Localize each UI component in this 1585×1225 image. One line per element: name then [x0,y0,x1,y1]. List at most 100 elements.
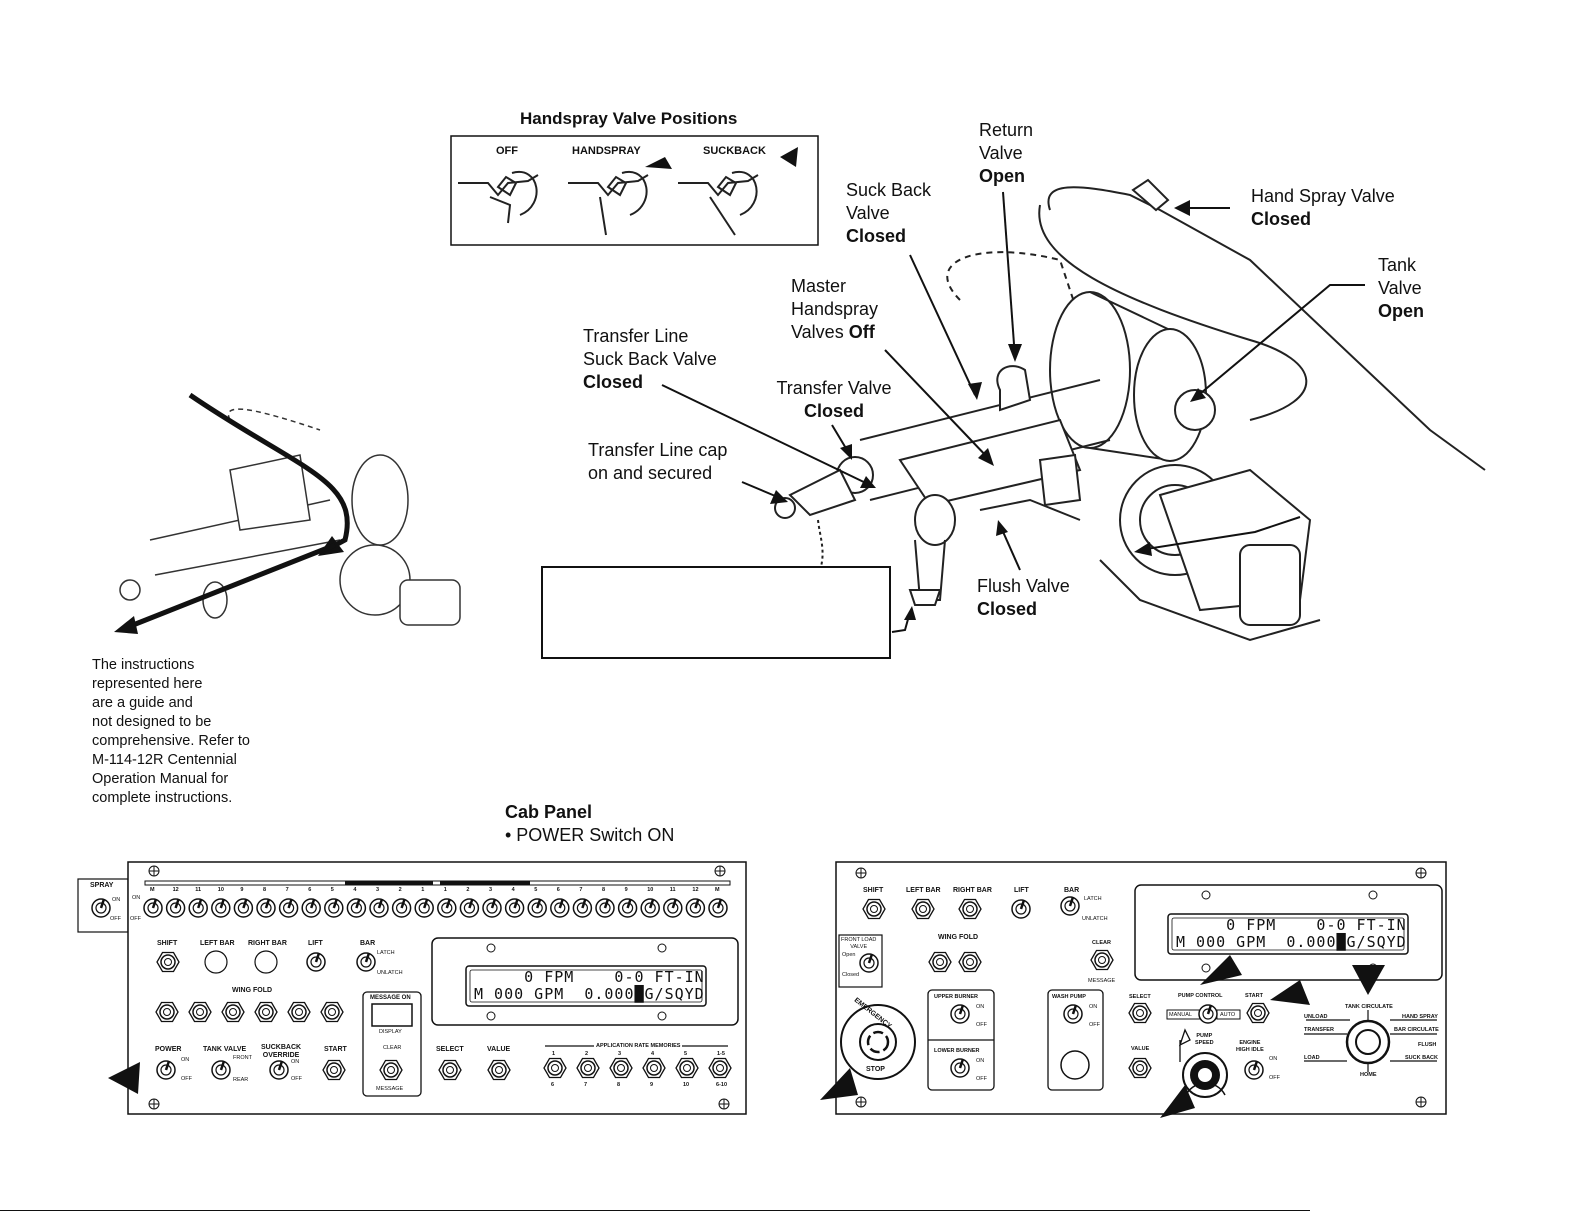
r-bar-latch-toggle[interactable] [1060,896,1080,916]
bar-circulate-label: BAR CIRCULATE [1394,1027,1439,1033]
nozzle-number: 1 [443,887,447,893]
wing-fold-knob[interactable] [155,1001,179,1023]
value-knob[interactable] [487,1059,511,1081]
nozzle-toggle[interactable] [369,898,389,918]
nozzle-toggle[interactable] [527,898,547,918]
wing-fold-knob[interactable] [221,1001,245,1023]
nozzle-toggle[interactable] [437,898,457,918]
message-label: MESSAGE [376,1086,404,1092]
wash-pump-toggle[interactable] [1063,1004,1083,1024]
nozzle-toggle[interactable] [414,898,434,918]
nozzle-toggle[interactable] [165,898,186,918]
r-lift-label: LIFT [1014,887,1029,894]
overview-arrow [188,392,350,551]
shift-knob[interactable] [156,951,180,973]
nozzle-toggle[interactable] [143,898,163,918]
lower-burner-toggle[interactable] [950,1058,970,1078]
tank-valve-toggle[interactable] [211,1060,231,1080]
start-button[interactable] [322,1059,346,1081]
unlatch-label: UNLATCH [377,970,403,976]
r-left-bar-knob[interactable] [911,898,935,920]
r-select-knob[interactable] [1128,1002,1152,1024]
handspray-position-suckback: SUCKBACK [703,145,766,157]
tank-front-label: FRONT [233,1055,252,1061]
lower-burner-on: ON [976,1058,985,1064]
r-shift-knob[interactable] [862,898,886,920]
nozzle-toggle[interactable] [346,898,367,918]
nozzle-toggle[interactable] [640,898,660,918]
nozzle-toggle[interactable] [617,898,638,918]
nozzle-toggle[interactable] [188,898,208,918]
nozzle-toggle[interactable] [256,898,276,918]
pump-control-switch[interactable] [1198,1004,1218,1024]
engine-high-idle-label: ENGINE HIGH IDLE [1236,1040,1264,1053]
application-memory-button[interactable] [576,1057,600,1079]
lower-burner-off: OFF [976,1076,987,1082]
power-toggle[interactable] [156,1060,176,1080]
right-lcd-line2: M 000 GPM 0.000█G/SQYD [1176,933,1407,951]
r-wing-fold-knob[interactable] [928,951,952,973]
suckback-override-toggle[interactable] [269,1060,289,1080]
plumbing-illustration [114,178,1486,659]
application-memory-button[interactable] [642,1057,666,1079]
nozzle-toggle[interactable] [663,898,683,918]
nozzle-number: 4 [353,887,357,893]
left-lcd-line1: 0 FPM 0-0 FT-IN [474,968,705,986]
r-wing-fold-knob[interactable] [958,951,982,973]
nozzle-toggle[interactable] [595,898,615,918]
nozzle-toggle[interactable] [504,898,525,918]
nozzle-toggle[interactable] [301,898,321,918]
upper-burner-toggle[interactable] [950,1004,970,1024]
suckback-override-label: SUCKBACK OVERRIDE [261,1044,302,1059]
application-memory-button[interactable] [543,1057,567,1079]
nozzle-number: 8 [263,887,267,893]
nozzle-toggle[interactable] [685,898,706,918]
power-on-label: ON [181,1057,190,1063]
r-clear-message-button[interactable] [1090,949,1114,971]
front-load-valve-toggle[interactable] [859,953,879,973]
r-value-knob[interactable] [1128,1057,1152,1079]
nozzle-toggle[interactable] [233,898,254,918]
spray-off-label: OFF [110,916,121,922]
nozzle-toggle[interactable] [459,898,480,918]
wing-fold-knob[interactable] [320,1001,344,1023]
nozzle-toggle[interactable] [278,898,299,918]
select-knob[interactable] [438,1059,462,1081]
bar-latch-toggle[interactable] [356,952,376,972]
nozzle-number: 1 [421,887,425,893]
spray-master-toggle[interactable] [91,898,111,918]
clear-message-button[interactable] [379,1059,403,1081]
front-load-valve-label: FRONT LOAD VALVE [841,937,877,950]
nozzle-toggle[interactable] [572,898,593,918]
app-rate-label: APPLICATION RATE MEMORIES [594,1043,683,1049]
wing-fold-knob[interactable] [254,1001,278,1023]
application-memory-button[interactable] [609,1057,633,1079]
r-lift-toggle[interactable] [1011,899,1031,919]
r-start-button[interactable] [1246,1002,1270,1024]
select-label: SELECT [436,1046,464,1053]
lower-burner-label: LOWER BURNER [934,1048,980,1054]
nozzle-toggle[interactable] [391,898,412,918]
nozzle-toggle[interactable] [211,898,231,918]
left-panel-knobs [155,951,732,1081]
application-memory-button[interactable] [708,1057,732,1079]
application-memory-button[interactable] [675,1057,699,1079]
nozzle-toggle[interactable] [550,898,570,918]
nozzle-toggle[interactable] [708,898,728,918]
wing-fold-knob[interactable] [287,1001,311,1023]
engine-high-idle-toggle[interactable] [1244,1060,1264,1080]
nozzle-toggle[interactable] [482,898,502,918]
nozzle-toggle[interactable] [324,898,344,918]
r-unlatch-label: UNLATCH [1082,916,1108,922]
wing-fold-knob[interactable] [188,1001,212,1023]
r-right-bar-knob[interactable] [958,898,982,920]
transfer-line-cap-callout: Transfer Line cap on and secured [588,440,728,483]
bar-label: BAR [360,940,376,947]
suckback-on-label: ON [291,1059,300,1065]
lift-toggle[interactable] [306,952,326,972]
cab-panel-bullet: • POWER Switch ON [505,825,675,845]
